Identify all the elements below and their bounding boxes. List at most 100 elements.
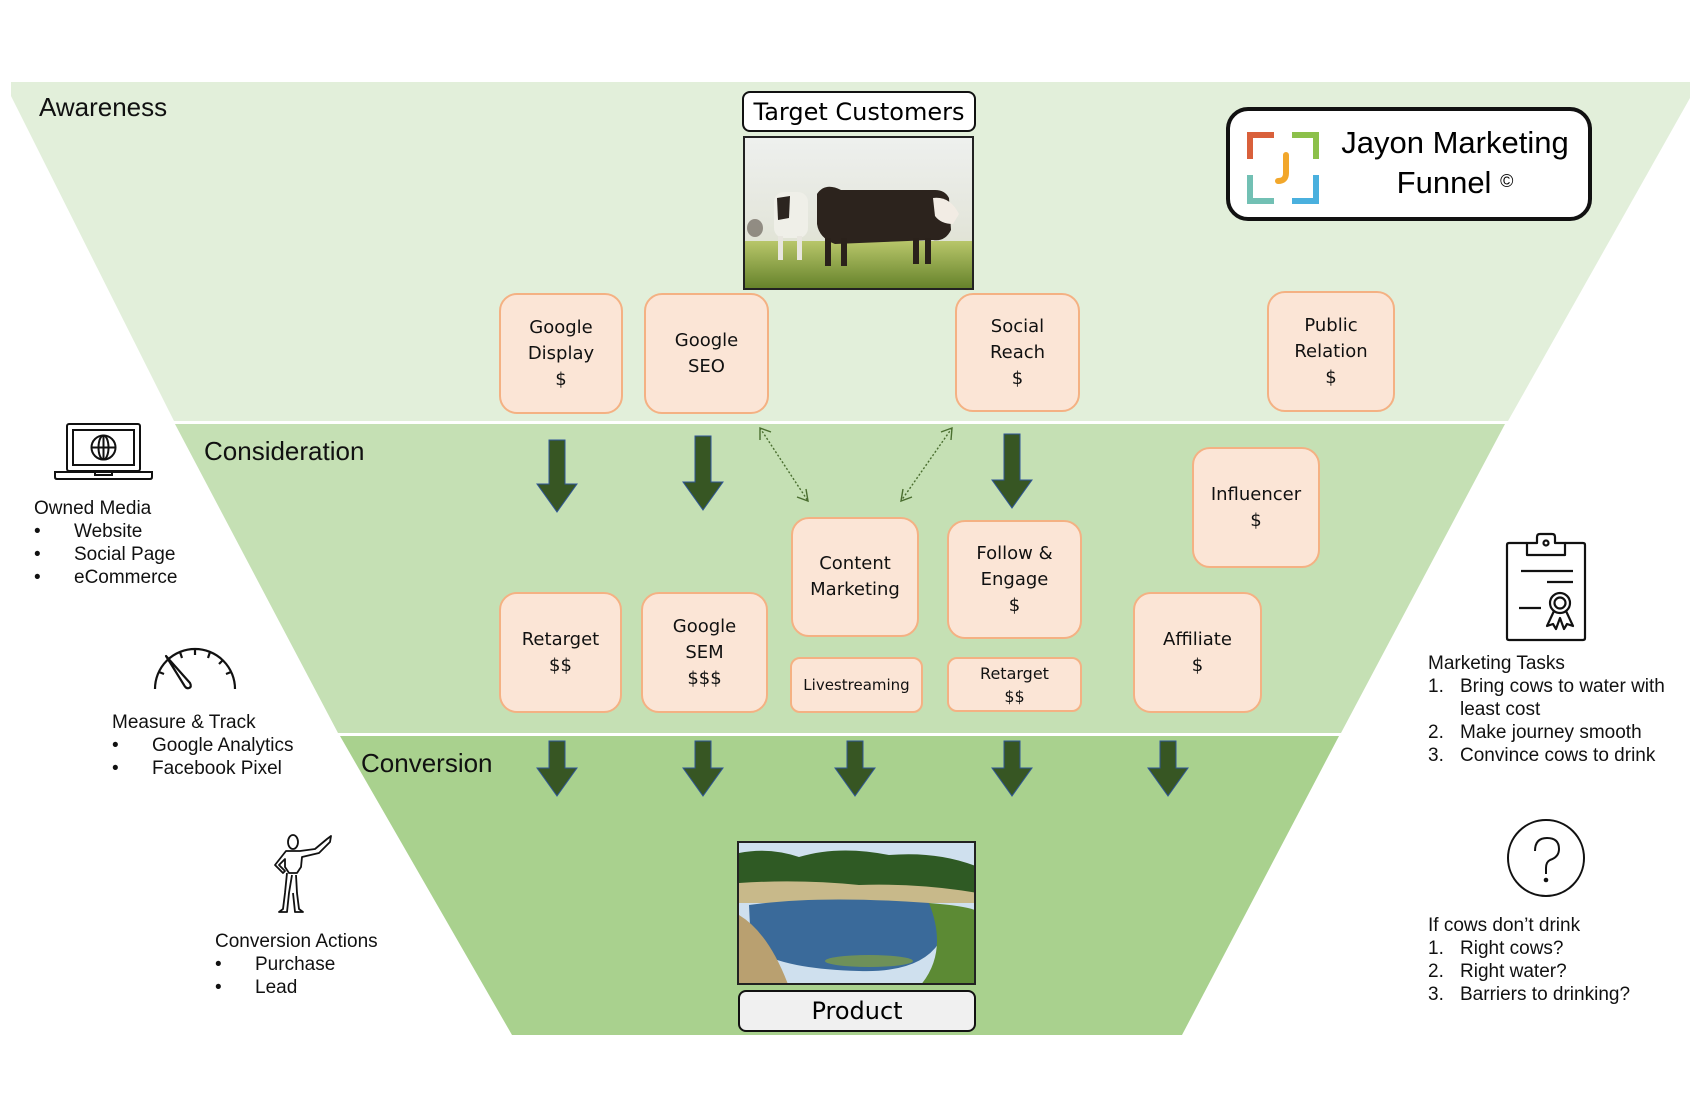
marketing-tasks-panel: Marketing Tasks 1.Bring cows to water wi…	[1428, 652, 1688, 767]
stage-label-conversion: Conversion	[361, 748, 493, 778]
node-cost: $	[1325, 366, 1337, 388]
node-line: Public	[1304, 314, 1358, 336]
if-cows-dont-drink-list: 1.Right cows? 2.Right water? 3.Barriers …	[1428, 937, 1688, 1006]
flow-down-arrow	[991, 740, 1033, 797]
owned-media-heading: Owned Media	[34, 498, 152, 519]
list-item-text: Right water?	[1460, 961, 1567, 982]
list-item-text: Make journey smooth	[1460, 722, 1642, 743]
node-line: Google	[672, 615, 737, 637]
measure-track-panel: Measure & Track •Google Analytics •Faceb…	[112, 711, 294, 780]
node-cost: $	[1008, 594, 1021, 616]
question-circle-icon	[1507, 819, 1585, 897]
flow-down-arrow	[834, 740, 876, 797]
flow-down-arrow	[991, 433, 1033, 509]
list-item-text: Facebook Pixel	[152, 758, 282, 779]
node-line: Social	[990, 315, 1045, 337]
stage-label-consideration: Consideration	[204, 436, 365, 466]
list-item: • Social Page	[34, 543, 177, 566]
list-number: 2.	[1428, 961, 1444, 982]
list-item: 2. Right water?	[1428, 960, 1688, 983]
target-customers-text: Target Customers	[753, 97, 965, 126]
logo-title-funnel: Funnel	[1396, 165, 1492, 200]
logo-title: Jayon Marketing Funnel ©	[1330, 123, 1580, 203]
node-cost: $$$	[687, 667, 722, 689]
list-number: 3.	[1428, 745, 1444, 766]
list-item-text: Google Analytics	[152, 735, 294, 756]
bullet: •	[215, 977, 222, 998]
node-cost: $	[1011, 367, 1024, 389]
marketing-tasks-heading: Marketing Tasks	[1428, 653, 1565, 674]
list-number: 1.	[1428, 938, 1444, 959]
logo-title-line1: Jayon Marketing	[1341, 125, 1569, 160]
list-item: •Google Analytics	[112, 734, 294, 757]
flow-down-arrow	[682, 435, 724, 511]
flow-down-arrow	[536, 740, 578, 797]
owned-media-panel: Owned Media •Website •Social Page •eComm…	[34, 497, 177, 589]
copyright-mark: ©	[1500, 171, 1514, 191]
bullet: •	[34, 567, 41, 588]
list-number: 1.	[1428, 676, 1444, 697]
node-line: SEO	[688, 355, 725, 377]
arrowhead	[900, 488, 913, 503]
list-item: 1.Right cows?	[1428, 937, 1688, 960]
owned-media-list: •Website •Social Page •eCommerce	[34, 520, 177, 589]
node-follow-engage: Follow &Engage$	[947, 520, 1082, 639]
flow-down-arrow	[682, 740, 724, 797]
dotted-connectors	[759, 426, 953, 503]
if-cows-dont-drink-heading: If cows don’t drink	[1428, 915, 1581, 936]
list-item: 3.Convince cows to drink	[1428, 744, 1688, 767]
node-line: Follow &	[976, 542, 1053, 564]
list-number: 2.	[1428, 722, 1444, 743]
target-customers-label: Target Customers	[742, 91, 976, 132]
arrowhead	[759, 427, 772, 440]
node-livestreaming: Livestreaming	[790, 657, 923, 713]
measure-track-list: •Google Analytics •Facebook Pixel	[112, 734, 294, 780]
pond-illustration	[739, 843, 974, 983]
dotted-arrow-social-content	[900, 427, 953, 502]
node-line: Marketing	[810, 579, 900, 600]
stage-label-awareness: Awareness	[39, 92, 168, 122]
list-item: •Purchase	[215, 953, 378, 976]
list-item: •Facebook Pixel	[112, 757, 294, 780]
list-item-text: Barriers to drinking?	[1460, 984, 1631, 1005]
node-cost: $	[1250, 509, 1262, 531]
jayon-logo-box: Jayon Marketing Funnel ©	[1226, 107, 1592, 221]
node-line: Retarget	[980, 663, 1049, 683]
bullet: •	[215, 954, 222, 975]
laptop-globe-icon	[54, 423, 153, 480]
list-item-text: Social Page	[74, 544, 176, 565]
node-cost: $	[1191, 654, 1204, 676]
bullet: •	[34, 544, 41, 565]
list-item: •eCommerce	[34, 566, 177, 589]
gauge-icon	[153, 647, 237, 690]
pond-photo	[737, 841, 976, 985]
measure-track-heading: Measure & Track	[112, 712, 256, 733]
node-line: Google	[529, 316, 593, 338]
node-affiliate: Affiliate$	[1133, 592, 1262, 713]
conversion-actions-panel: Conversion Actions •Purchase •Lead	[215, 930, 378, 999]
marketing-tasks-list: 1.Bring cows to water with least cost 2.…	[1428, 675, 1688, 767]
node-line: Relation	[1294, 340, 1368, 362]
node-line: Reach	[989, 341, 1046, 363]
list-item: •Lead	[215, 976, 378, 999]
list-item: 1.Bring cows to water with least cost	[1428, 675, 1688, 721]
node-line: Display	[527, 342, 595, 364]
arrowhead	[940, 426, 953, 441]
jayon-bracket-j-logo-icon	[1247, 132, 1319, 204]
node-cost: $$	[1004, 686, 1025, 706]
conversion-actions-heading: Conversion Actions	[215, 931, 378, 952]
clipboard-certificate-icon	[1505, 532, 1587, 642]
node-retarget-social: Retarget $$	[947, 657, 1082, 712]
node-line: Content	[819, 553, 891, 574]
product-text: Product	[811, 997, 903, 1025]
node-line: Influencer	[1210, 483, 1302, 505]
node-line: Retarget	[521, 628, 600, 650]
list-item: 2. Make journey smooth	[1428, 721, 1688, 744]
flow-down-arrow	[1147, 740, 1189, 797]
